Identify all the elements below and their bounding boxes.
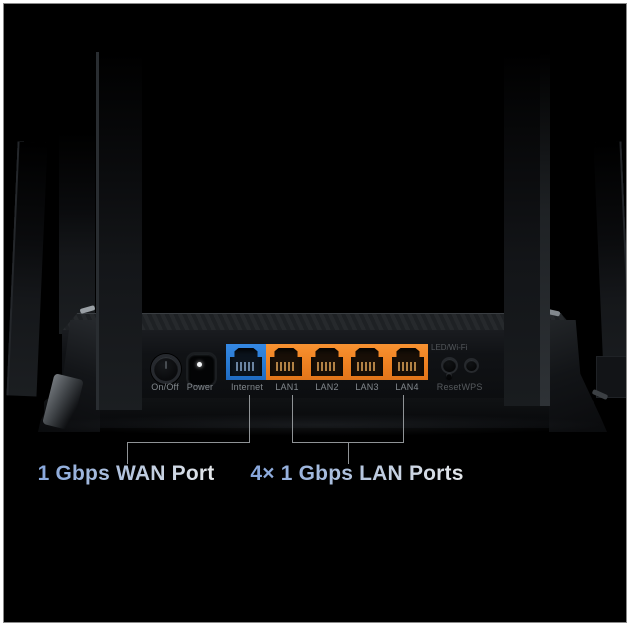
internet-label: Internet [230,382,264,392]
antenna-shine [540,52,550,406]
lan-port-3-pins [357,362,377,371]
lan-callout-drop [348,442,349,464]
power-label: Power [186,382,214,392]
wan-callout-horizontal [127,442,250,443]
lan-port-3-cavity [351,348,383,376]
antenna-left-outer [6,141,48,397]
on-off-label: On/Off [151,382,179,392]
lan-port-1-cavity [270,348,302,376]
lan-callout-tick-4 [403,395,404,442]
lan-port-strip [266,344,428,380]
wan-port-cavity [230,348,262,376]
lan2-label: LAN2 [315,382,339,392]
wan-port [226,344,266,380]
wan-port-pins [236,362,256,371]
router-top-bevel [62,313,576,331]
power-mark-icon [165,361,167,369]
floor-shadow [29,414,609,436]
led-wifi-label: LED/Wi-Fi [431,343,468,352]
photo-canvas: LED/Wi-Fi On/Off Power Internet LAN1 LAN… [3,3,627,623]
lan-port-1-pins [276,362,296,371]
wps-button [464,358,479,373]
lan-port-4-pins [398,362,418,371]
reset-label: Reset [436,382,462,392]
reset-button [441,357,458,374]
antenna-hinge-right [596,356,626,398]
reset-pinhole [446,373,452,379]
on-off-button [151,354,181,384]
antenna-left-front [96,52,142,410]
lan3-label: LAN3 [355,382,379,392]
lan-caption: 4× 1 Gbps LAN Ports [250,462,464,485]
lan4-label: LAN4 [395,382,419,392]
wps-label: WPS [461,382,483,392]
wan-callout-drop [127,442,128,464]
lan-port-2-pins [317,362,337,371]
power-jack-pin [197,362,202,367]
power-jack [186,352,217,387]
wan-caption: 1 Gbps WAN Port [37,462,215,485]
antenna-right-front [504,52,550,406]
lan-port-2-cavity [311,348,343,376]
lan-port-4-cavity [392,348,424,376]
lan-callout-tick-1 [292,395,293,442]
antenna-left-back [59,132,95,334]
lan1-label: LAN1 [275,382,299,392]
wan-callout-tick [249,395,250,442]
